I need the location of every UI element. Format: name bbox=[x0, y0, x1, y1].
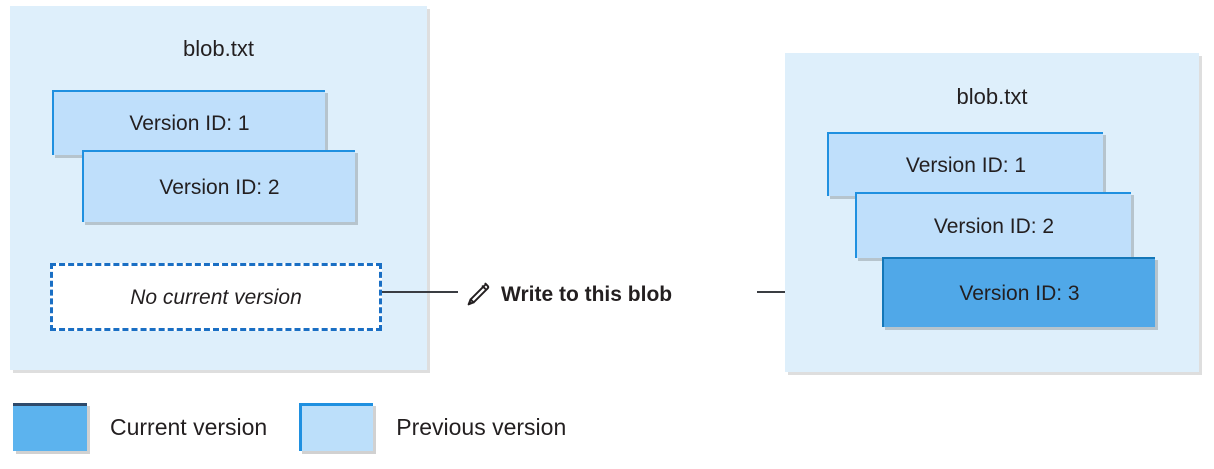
legend-item-previous-version: Previous version bbox=[299, 403, 566, 451]
write-to-blob-label: Write to this blob bbox=[501, 282, 673, 306]
version-card-label: Version ID: 3 bbox=[959, 281, 1080, 305]
version-card-after-1[interactable]: Version ID: 1 bbox=[827, 132, 1103, 196]
version-card-label: Version ID: 2 bbox=[933, 214, 1055, 238]
version-card-before-1[interactable]: Version ID: 1 bbox=[52, 90, 325, 155]
version-card-after-2[interactable]: Version ID: 2 bbox=[855, 192, 1131, 258]
no-current-version-box: No current version bbox=[50, 263, 382, 331]
version-card-label: Version ID: 2 bbox=[159, 175, 280, 199]
version-card-before-2[interactable]: Version ID: 2 bbox=[82, 150, 355, 222]
blob-panel-before: blob.txt Version ID: 1 Version ID: 2 No … bbox=[10, 6, 427, 370]
version-card-label: Version ID: 1 bbox=[905, 153, 1027, 177]
blob-title-after: blob.txt bbox=[956, 84, 1028, 109]
legend-label-previous: Previous version bbox=[396, 413, 567, 440]
version-card-after-3-current[interactable]: Version ID: 3 bbox=[882, 257, 1155, 327]
legend-label-current: Current version bbox=[110, 413, 268, 440]
legend-item-current-version: Current version bbox=[13, 403, 267, 451]
legend: Current version Previous version bbox=[13, 403, 566, 451]
legend-swatch-current bbox=[13, 403, 87, 451]
version-card-label: Version ID: 1 bbox=[129, 112, 250, 135]
write-to-blob-action: Write to this blob bbox=[462, 275, 672, 313]
connector-line-left bbox=[382, 291, 458, 293]
blob-title-before: blob.txt bbox=[183, 36, 254, 61]
blob-panel-after: blob.txt Version ID: 1 Version ID: 2 Ver… bbox=[785, 53, 1199, 372]
no-current-version-label: No current version bbox=[130, 285, 302, 309]
pencil-icon bbox=[462, 279, 492, 309]
legend-swatch-previous bbox=[299, 403, 374, 451]
